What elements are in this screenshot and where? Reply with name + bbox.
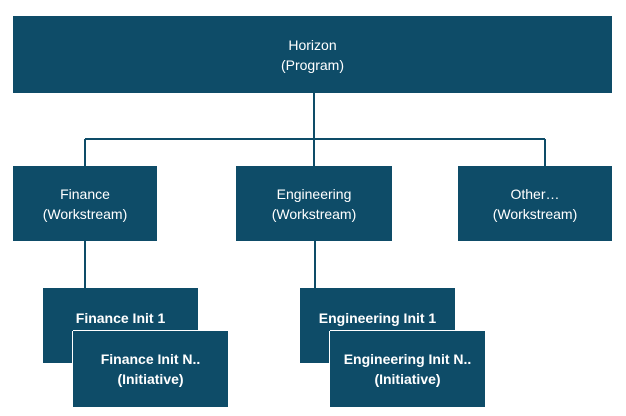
workstream-type: (Workstream) <box>271 205 357 222</box>
workstream-type: (Workstream) <box>42 205 128 222</box>
initiative-name: Finance Init N.. <box>100 351 201 367</box>
program-type: (Program) <box>280 56 344 73</box>
workstream-node-other: Other… (Workstream) <box>458 166 612 241</box>
workstream-name: Finance <box>60 185 110 202</box>
workstream-type: (Workstream) <box>492 205 578 222</box>
initiative-type: (Initiative) <box>374 371 441 387</box>
workstream-node-engineering: Engineering (Workstream) <box>236 166 392 241</box>
program-node-horizon: Horizon (Program) <box>13 16 612 93</box>
initiative-name: Engineering Init 1 <box>318 310 437 326</box>
workstream-name: Other… <box>510 185 560 202</box>
initiative-node-finance-last: Finance Init N.. (Initiative) <box>73 331 228 407</box>
program-name: Horizon <box>288 36 337 53</box>
workstream-name: Engineering <box>276 185 352 202</box>
initiative-type: (Initiative) <box>117 371 184 387</box>
initiative-node-engineering-last: Engineering Init N.. (Initiative) <box>330 331 485 407</box>
workstream-node-finance: Finance (Workstream) <box>13 166 157 241</box>
initiative-name: Finance Init 1 <box>75 310 166 326</box>
initiative-name: Engineering Init N.. <box>343 351 472 367</box>
